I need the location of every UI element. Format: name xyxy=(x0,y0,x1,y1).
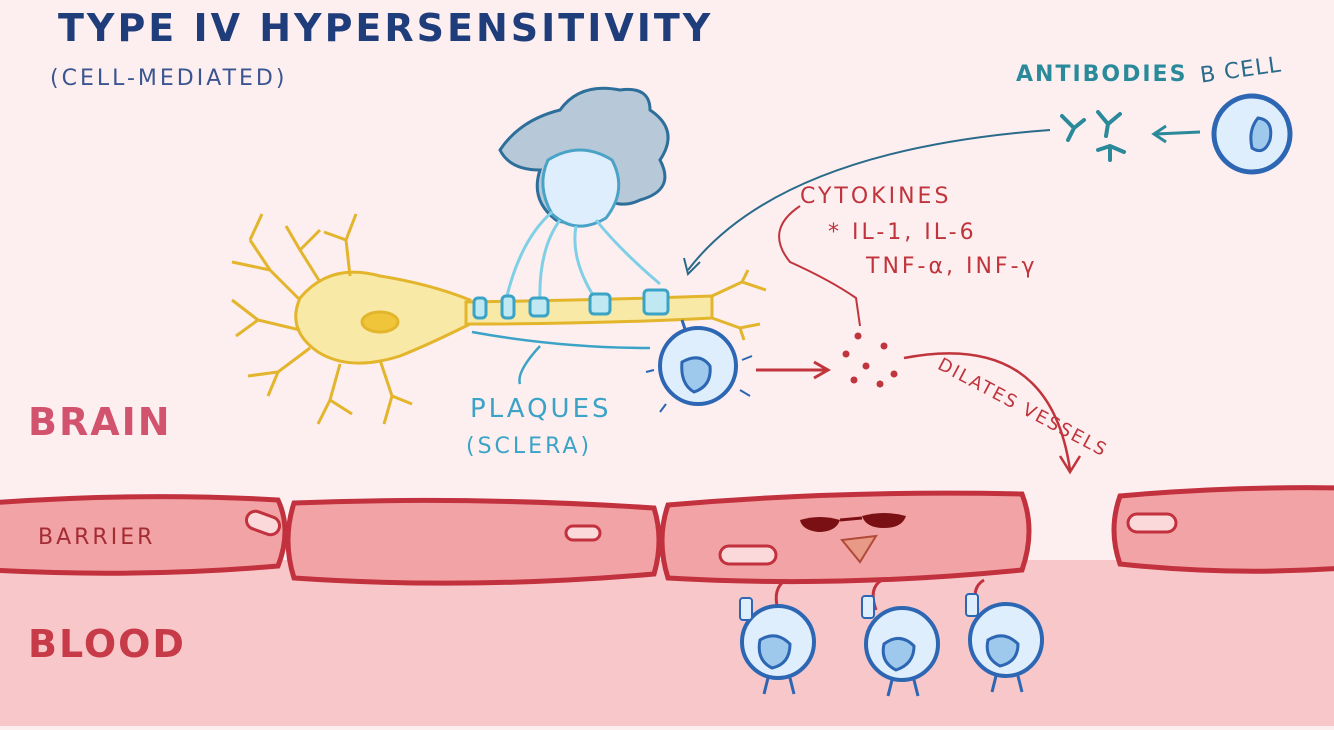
antibodies-label: ANTIBODIES xyxy=(1016,62,1188,87)
cytokines-list-1: * IL-1, IL-6 xyxy=(828,220,977,245)
barrier-cell-3 xyxy=(659,490,1032,585)
barrier-cell-2 xyxy=(285,497,662,586)
region-label-blood: BLOOD xyxy=(28,622,186,666)
macrophage xyxy=(471,86,670,385)
cytokines-pointer xyxy=(778,205,861,327)
barrier-face xyxy=(800,513,906,564)
barrier-cell-1 xyxy=(0,494,288,576)
bcell-arrow xyxy=(1151,124,1201,144)
barrier-cell-4 xyxy=(1111,485,1334,574)
plaques-sublabel: (SCLERA) xyxy=(466,434,593,459)
cytokines-label: CYTOKINES xyxy=(800,184,952,209)
barrier-nuclei xyxy=(244,509,1178,566)
t-cell-brain xyxy=(645,319,753,413)
t-cells-blood xyxy=(739,578,1044,697)
neuron-nucleus xyxy=(360,310,400,334)
diagram-title: TYPE IV HYPERSENSITIVITY xyxy=(58,6,714,50)
t-cell-blood-1 xyxy=(739,578,816,695)
plaques-pointer xyxy=(471,330,651,385)
antibodies xyxy=(1060,110,1126,162)
t-cell-blood-3 xyxy=(965,578,1044,693)
diagram-subtitle: (CELL-MEDIATED) xyxy=(50,66,288,91)
cytokine-dots xyxy=(842,332,898,388)
dilates-arrow xyxy=(903,352,1082,475)
cytokines-list-2: TNF-α, INF-γ xyxy=(866,254,1038,279)
antibodies-arrow xyxy=(683,129,1051,276)
b-cell xyxy=(1211,93,1293,175)
region-label-brain: BRAIN xyxy=(28,400,172,444)
blood-region xyxy=(0,560,1334,726)
plaques-label: PLAQUES xyxy=(470,394,612,424)
barrier-label: BARRIER xyxy=(38,525,156,550)
t-cell-blood-2 xyxy=(861,578,940,697)
tcell-to-cytokines-arrow xyxy=(756,360,832,380)
